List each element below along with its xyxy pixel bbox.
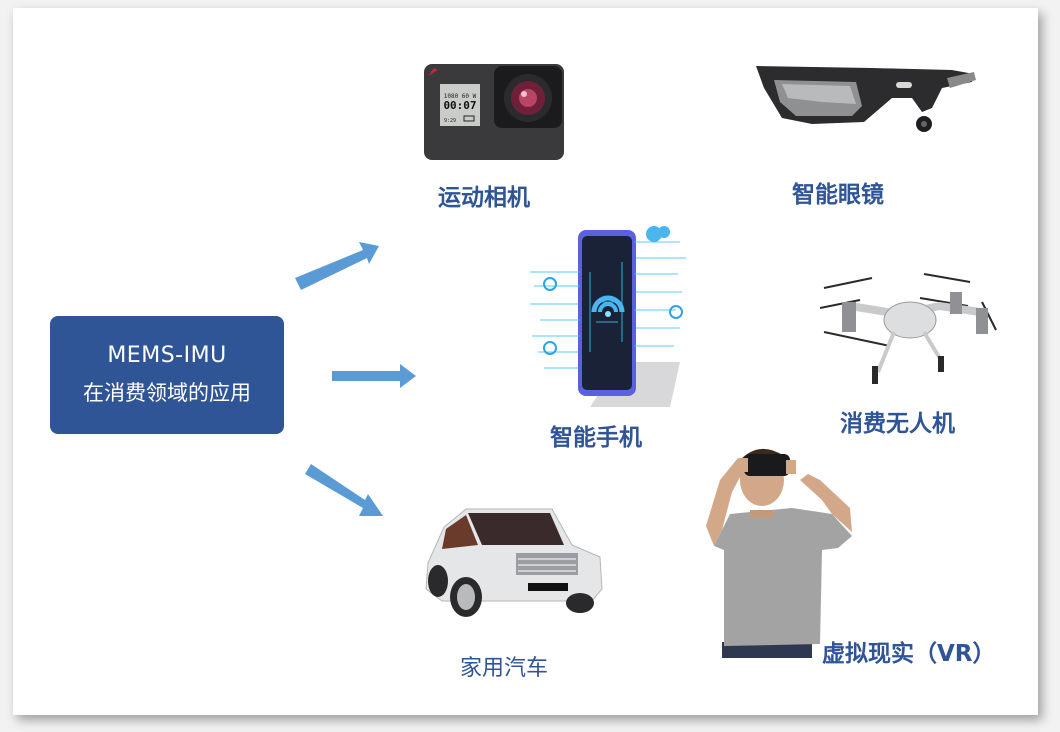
center-subtitle: 在消费领域的应用	[83, 381, 251, 405]
vr-headset-icon	[706, 448, 852, 658]
center-title: MEMS-IMU	[107, 343, 227, 368]
smart-glasses-icon	[756, 66, 976, 132]
label-action-camera: 运动相机	[438, 185, 530, 211]
center-topic-box: MEMS-IMU 在消费领域的应用	[50, 316, 284, 434]
drone-icon	[820, 273, 997, 384]
label-smartphone: 智能手机	[550, 425, 642, 451]
svg-text:00:07: 00:07	[443, 99, 476, 112]
car-icon	[425, 508, 603, 617]
arrow-right-icon	[332, 364, 416, 388]
arrow-down-right-icon	[305, 464, 383, 516]
label-virtual-reality: 虚拟现实（VR）	[822, 641, 996, 667]
svg-text:9:29: 9:29	[444, 118, 456, 124]
label-consumer-drone: 消费无人机	[840, 411, 955, 437]
action-camera-icon: 1080 60 W 00:07 9:29	[424, 64, 564, 160]
smartphone-icon	[530, 226, 686, 407]
svg-text:1080 60 W: 1080 60 W	[444, 93, 477, 100]
label-family-car: 家用汽车	[460, 656, 549, 681]
label-smart-glasses: 智能眼镜	[792, 182, 884, 208]
arrow-up-right-icon	[295, 242, 379, 290]
